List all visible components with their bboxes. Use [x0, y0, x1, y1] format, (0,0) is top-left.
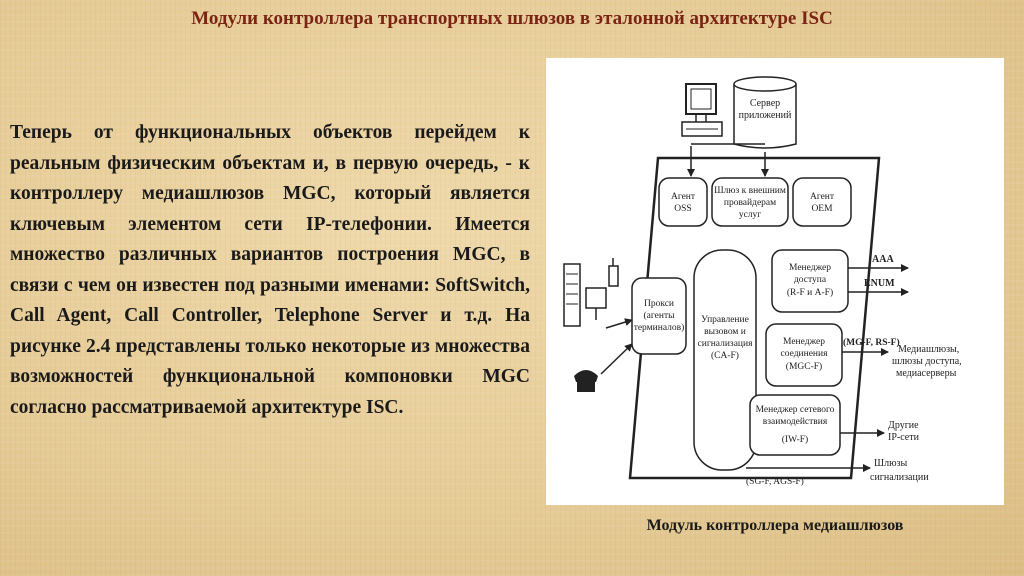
call-control-label-2: вызовом и: [704, 327, 746, 337]
server-label-2: приложений: [739, 110, 792, 121]
body-paragraph: Теперь от функциональных объектов перейд…: [10, 122, 530, 418]
slide-title: Модули контроллера транспортных шлюзов в…: [191, 8, 833, 29]
application-server-icon: Сервер приложений: [733, 76, 797, 149]
agent-oss-box: [658, 177, 708, 227]
access-manager-box: [771, 249, 849, 313]
provider-gateway-label-2: провайдерам: [724, 197, 776, 208]
sg-ags-label: (SG-F, AGS-F): [746, 476, 804, 487]
access-manager-label-2: доступа: [794, 275, 827, 285]
proxy-label-1: Прокси: [644, 299, 674, 309]
mg-rs-label: (MG-F, RS-F): [843, 337, 900, 348]
workstation-icon: [585, 287, 607, 320]
server-label-1: Сервер: [750, 98, 780, 109]
connection-manager-label-3: (MGC-F): [786, 361, 822, 372]
interworking-manager-box: [749, 394, 841, 456]
agent-oem-box: [792, 177, 852, 227]
other-ip-label-1: Другие: [888, 420, 919, 431]
call-control-box: [693, 249, 757, 471]
interworking-manager-label-2: взаимодействия: [763, 416, 828, 427]
connection-manager-label-1: Менеджер: [783, 337, 825, 347]
media-gateways-label-2: шлюзы доступа,: [892, 356, 962, 367]
agent-oem-label-1: Агент: [810, 192, 835, 202]
access-manager-label-1: Менеджер: [789, 263, 831, 273]
access-manager-label-3: (R-F и A-F): [787, 287, 833, 298]
agent-oss-label-2: OSS: [674, 204, 691, 214]
telephone-icon: [574, 370, 598, 392]
signaling-gateways-label-1: Шлюзы: [874, 458, 907, 469]
agent-oss-label-1: Агент: [671, 192, 696, 202]
agent-oem-label-2: OEM: [811, 204, 833, 214]
provider-gateway-label-3: услуг: [739, 210, 761, 220]
connection-manager-label-2: соединения: [781, 349, 829, 359]
mgc-module-outline: [628, 156, 881, 480]
proxy-label-2: (агенты: [644, 310, 676, 321]
connection-manager-box: [765, 323, 843, 387]
diagram-svg: Сервер приложений Агент OSS Шлюз к внешн…: [563, 76, 962, 487]
other-ip-label-2: IP-сети: [888, 432, 920, 443]
computer-icon: [681, 83, 723, 137]
signaling-gateways-label-2: сигнализации: [870, 472, 929, 483]
proxy-box: [631, 277, 687, 355]
provider-gateway-box: [711, 177, 789, 227]
call-control-label-4: (CA-F): [711, 350, 739, 361]
call-control-label-3: сигнализация: [698, 339, 754, 349]
figure-caption: Модуль контроллера медиашлюзов: [646, 517, 904, 534]
call-control-label-1: Управление: [701, 315, 749, 325]
interworking-manager-label-3: (IW-F): [782, 434, 808, 445]
mgc-diagram: Сервер приложений Агент OSS Шлюз к внешн…: [546, 58, 1004, 505]
mobile-phone-icon: [608, 258, 619, 287]
interworking-manager-label-1: Менеджер сетевого: [756, 405, 835, 415]
proxy-label-3: терминалов): [634, 322, 685, 333]
provider-gateway-label-1: Шлюз к внешним: [714, 186, 786, 196]
pbx-icon: [563, 263, 581, 327]
media-gateways-label-3: медиасерверы: [896, 368, 957, 379]
media-gateways-label-1: Медиашлюзы,: [898, 344, 959, 355]
aaa-label: AAA: [872, 254, 894, 265]
enum-label: ENUM: [864, 278, 895, 289]
